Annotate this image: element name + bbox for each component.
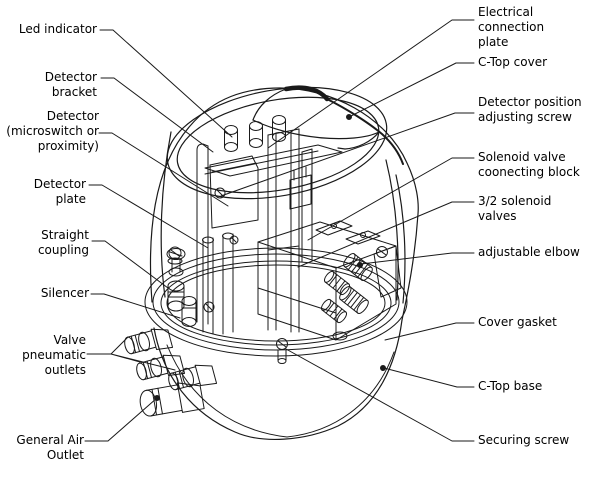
general-air-outlet-part	[139, 382, 205, 417]
leader-straight-coupling	[91, 240, 169, 289]
leader-led-indicator	[99, 29, 233, 138]
leader-c-top-cover	[348, 62, 475, 118]
securing-screw-part	[276, 338, 288, 364]
label-valve-pneumatic-outlets: Valve pneumatic outlets	[22, 333, 86, 377]
label-detector-position-adjusting-screw: Detector position adjusting screw	[478, 95, 582, 124]
label-c-top-cover: C-Top cover	[478, 55, 548, 69]
leader-dot-general-air-outlet	[154, 395, 160, 401]
label-silencer: Silencer	[40, 286, 89, 300]
leader-electrical-connection-plate	[267, 19, 475, 149]
leader-adjustable-elbow	[360, 252, 475, 265]
leader-silencer	[90, 293, 181, 319]
label-straight-coupling: Straight coupling	[37, 228, 89, 257]
led-indicators-part	[224, 115, 286, 152]
electrical-connection-plate-part	[204, 144, 343, 177]
label-detector-plate: Detector plate	[33, 177, 86, 206]
leader-connecting-block	[307, 157, 475, 241]
valve-pneumatic-outlets-part	[124, 328, 218, 391]
leader-c-top-base	[383, 367, 475, 388]
solenoid-valve-block-part	[257, 220, 397, 341]
label-c-top-base: C-Top base	[478, 379, 543, 393]
leader-solenoid-valves	[297, 201, 475, 268]
label-detector: Detector (microswitch or proximity)	[6, 109, 99, 153]
leader-adjusting-screw	[220, 112, 475, 197]
cover-top-cutout	[252, 85, 404, 165]
silencer-part	[167, 280, 197, 327]
leader-lines	[84, 19, 475, 442]
adjustable-elbows-part	[320, 245, 402, 324]
leader-dot-c-top-cover	[346, 114, 352, 120]
leader-dot-adjustable-elbow	[357, 262, 363, 268]
label-adjustable-elbow: adjustable elbow	[478, 245, 580, 259]
label-cover-gasket: Cover gasket	[478, 315, 557, 329]
leader-detector	[98, 132, 229, 207]
leader-dot-c-top-base	[380, 365, 386, 371]
c-top-cover-part	[149, 85, 419, 440]
label-general-air-outlet: General Air Outlet	[16, 433, 84, 462]
base-screws	[167, 246, 388, 313]
label-3-2-solenoid-valves: 3/2 solenoid valves	[478, 194, 552, 223]
straight-coupling-part	[166, 248, 186, 277]
internal-assembly	[196, 115, 397, 341]
leader-valve-pneumatic-outlets	[86, 336, 176, 371]
leader-detector-bracket	[100, 77, 214, 153]
leader-detector-plate	[88, 184, 209, 249]
label-electrical-connection-plate: Electrical connection plate	[478, 5, 545, 49]
leader-cover-gasket	[384, 322, 475, 341]
detector-part	[209, 155, 312, 245]
label-detector-bracket: Detector bracket	[44, 70, 97, 99]
label-led-indicator: Led indicator	[18, 22, 97, 36]
label-solenoid-valve-connecting-block: Solenoid valve coonecting block	[478, 150, 580, 179]
leader-general-air-outlet	[84, 397, 158, 442]
label-securing-screw: Securing screw	[478, 433, 570, 447]
leader-securing-screw	[285, 348, 475, 442]
